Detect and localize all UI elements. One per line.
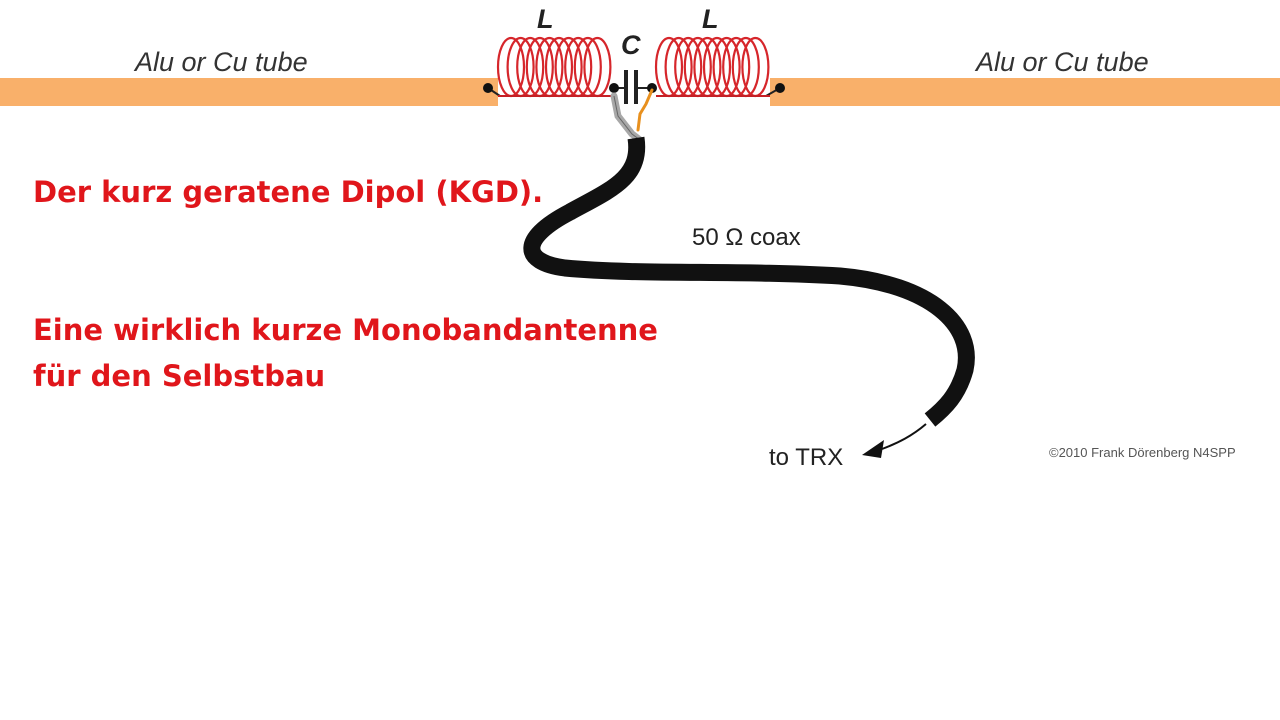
- left-coil: [496, 36, 612, 98]
- right-tube-terminal: [775, 83, 785, 93]
- trx-arrow-icon: [862, 440, 884, 458]
- coax-inner-conductor: [636, 88, 654, 132]
- left-tube-terminal: [483, 83, 493, 93]
- headline-subtitle-line2: für den Selbstbau: [33, 359, 326, 393]
- trx-label: to TRX: [769, 444, 843, 471]
- left-coil-terminal: [609, 83, 619, 93]
- coax-label: 50 Ω coax: [692, 224, 801, 251]
- right-coil-label: L: [702, 4, 719, 34]
- capacitor: [614, 70, 652, 104]
- coax-shield-outline: [613, 95, 641, 141]
- left-tube: [0, 78, 498, 106]
- headline-title: Der kurz geratene Dipol (KGD).: [33, 175, 544, 209]
- coax-cable-end: [881, 423, 927, 450]
- right-tube-label: Alu or Cu tube: [974, 47, 1149, 77]
- right-coil: [654, 36, 770, 98]
- right-coil-terminal: [647, 83, 657, 93]
- copyright-text: ©2010 Frank Dörenberg N4SPP: [1049, 445, 1236, 460]
- right-tube: [770, 78, 1280, 106]
- headline-subtitle-line1: Eine wirklich kurze Monobandantenne: [33, 313, 658, 347]
- capacitor-label: C: [621, 30, 641, 60]
- coax-cable: [523, 136, 975, 427]
- left-tube-label: Alu or Cu tube: [133, 47, 308, 77]
- left-coil-label: L: [537, 4, 554, 34]
